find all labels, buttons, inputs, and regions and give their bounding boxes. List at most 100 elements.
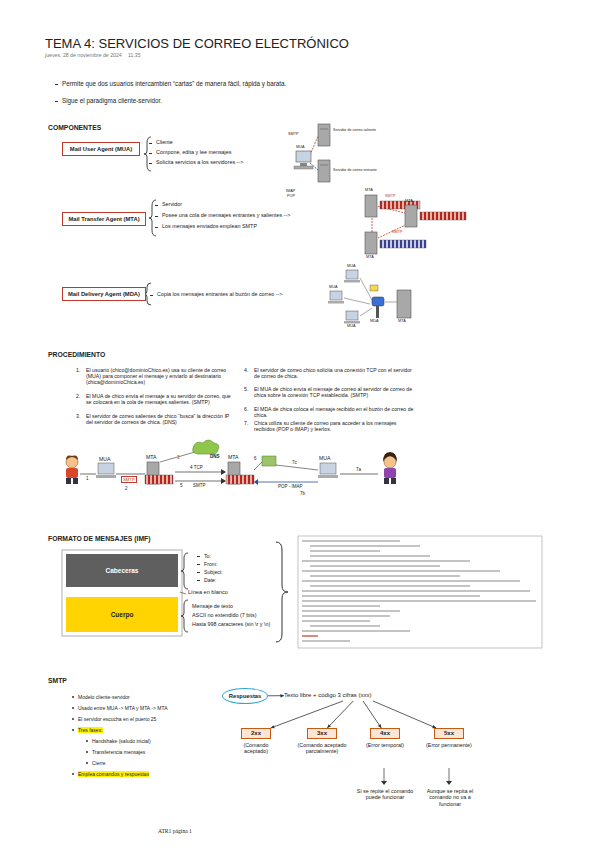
note-text: 11:35 xyxy=(128,52,158,58)
note-text: Servidor de correo entrante xyxy=(333,168,413,172)
mta-illustration xyxy=(365,195,466,254)
note-text: Los mensajes enviados emplean SMTP xyxy=(162,223,342,229)
note-text: Compone, edita y lee mensajes xyxy=(156,149,296,155)
note-text: MUA xyxy=(99,456,119,462)
note-text: 2. xyxy=(76,393,86,399)
note-text: (Comando aceptado parcialmente) xyxy=(297,742,347,755)
note-text: 5. xyxy=(244,386,254,392)
component-box: Mail Transfer Agent (MTA) xyxy=(62,212,146,226)
note-text: MDA xyxy=(370,319,390,324)
connector-arrow xyxy=(268,694,284,697)
code-box: 2xx xyxy=(241,728,271,739)
section-heading: FORMATO DE MENSAJES (IMF) xyxy=(48,535,248,543)
note-text: Copia los mensajes entrantes al buzón de… xyxy=(157,291,357,297)
note-text: ATR1 página 1 xyxy=(158,828,238,835)
node-text: 2xx xyxy=(251,730,261,737)
note-text: El servidor de correo salientes de chico… xyxy=(86,413,234,425)
section-heading: COMPONENTES xyxy=(48,124,198,132)
note-text: El MDA de chica coloca el mensaje recibi… xyxy=(254,406,414,418)
note-arrows xyxy=(381,768,452,785)
section-heading: SMTP xyxy=(48,677,108,685)
header-band: Cabeceras xyxy=(66,554,178,587)
note-text: Permite que dos usuarios intercambien “c… xyxy=(62,80,482,88)
connector-arrow xyxy=(363,701,381,728)
connector-arrow xyxy=(373,701,436,728)
node-text: Respuestas xyxy=(229,693,262,700)
note-text: MTA xyxy=(398,319,418,324)
node-text: 3xx xyxy=(317,730,327,737)
code-box: 5xx xyxy=(434,728,464,739)
code-box: 4xx xyxy=(370,728,400,739)
node-text: Cuerpo xyxy=(111,611,134,618)
note-text: 5 xyxy=(180,483,190,488)
note-text: Sigue el paradigma cliente-servidor. xyxy=(62,97,362,105)
component-box: Mail Delivery Agent (MDA) xyxy=(62,287,146,301)
note-text: 1 xyxy=(86,476,96,481)
note-text: Línea en blanco xyxy=(188,589,268,596)
node-text: Mail Transfer Agent (MTA) xyxy=(68,216,139,223)
note-text: SMTP xyxy=(193,483,213,488)
note-text: 7a xyxy=(356,467,368,472)
note-line: Emplea comandos y respuestas xyxy=(78,771,218,777)
node-text: Cabeceras xyxy=(106,567,139,574)
bracket xyxy=(149,200,156,236)
note-text: El servidor de correo chico solicita una… xyxy=(254,367,414,379)
note-text: Hasta 998 caracteres (sin \r y \n) xyxy=(192,621,302,627)
note-text: Transferencia mensajes xyxy=(92,749,212,755)
body-band: Cuerpo xyxy=(66,597,178,632)
note-text: (Error permanente) xyxy=(425,742,473,748)
note-text: To: xyxy=(204,553,244,559)
note-text: MTA xyxy=(365,188,385,193)
note-text: 3 xyxy=(177,455,187,460)
note-text: MTA xyxy=(146,454,166,460)
note-text: MUA xyxy=(347,324,367,329)
note-text: El usuario (chico@dominioChico.es) usa s… xyxy=(86,367,234,386)
note-text: Cierre xyxy=(92,760,212,766)
note-text: Servidor xyxy=(162,201,342,207)
note-text: SMTP xyxy=(121,476,137,483)
note-text: (Comando aceptado) xyxy=(234,742,278,755)
note-text: 1. xyxy=(76,367,86,373)
note-text: 6. xyxy=(244,406,254,412)
note-text: Mensaje de texto xyxy=(192,603,272,609)
note-text: (Error temporal) xyxy=(362,742,408,748)
section-heading: PROCEDIMIENTO xyxy=(48,351,198,359)
bracket xyxy=(144,137,151,171)
note-text: Usado entre MUA -> MTA y MTA -> MTA xyxy=(78,705,218,711)
note-text: 3. xyxy=(76,413,86,419)
note-text: 4. xyxy=(244,367,254,373)
note-text: MTA xyxy=(366,255,386,260)
code-box: 3xx xyxy=(307,728,337,739)
note-text: MUA xyxy=(347,264,367,269)
section-heading: DNS xyxy=(210,454,230,459)
note-text: 7b xyxy=(300,491,312,496)
node-text: Texto libre + código 3 cifras (xxx) xyxy=(284,692,372,699)
note-text: jueves, 28 de noviembre de 2024 xyxy=(45,52,165,58)
note-text: Subject: xyxy=(204,569,244,575)
note-text: MTA xyxy=(228,454,248,460)
note-text: Servidor de correo saliente xyxy=(333,128,413,132)
note-text: El MUA de chico envía el mensaje a su se… xyxy=(86,393,234,405)
note-text: SMTP xyxy=(392,230,412,235)
note-text: Posee una cola de mensajes entrantes y s… xyxy=(162,212,362,218)
connector-arrow xyxy=(327,701,353,728)
note-text: IMAP xyxy=(286,189,316,194)
mua-illustration xyxy=(294,124,330,182)
node-text: 4xx xyxy=(380,730,390,737)
note-text: Tres fases: xyxy=(78,727,103,733)
note-text: MTA xyxy=(405,199,425,204)
note-text: MUA xyxy=(329,285,349,290)
mda-illustration xyxy=(328,270,411,324)
note-text: ASCII no extendido (7 bits) xyxy=(192,612,282,618)
node-text: Mail Delivery Agent (MDA) xyxy=(68,291,140,298)
connector-arrow xyxy=(271,701,343,728)
note-text: Si se repite el comando puede funcionar xyxy=(355,788,415,801)
node-text: Mail User Agent (MUA) xyxy=(70,146,132,153)
note-text: Solicita servicios a los servidores --> xyxy=(156,159,296,165)
note-text: Chica utiliza su cliente de correo para … xyxy=(254,420,414,432)
note-text: SMTP xyxy=(385,194,405,199)
note-text: POP - IMAP xyxy=(278,484,318,489)
note-line: SMTP xyxy=(121,477,141,482)
